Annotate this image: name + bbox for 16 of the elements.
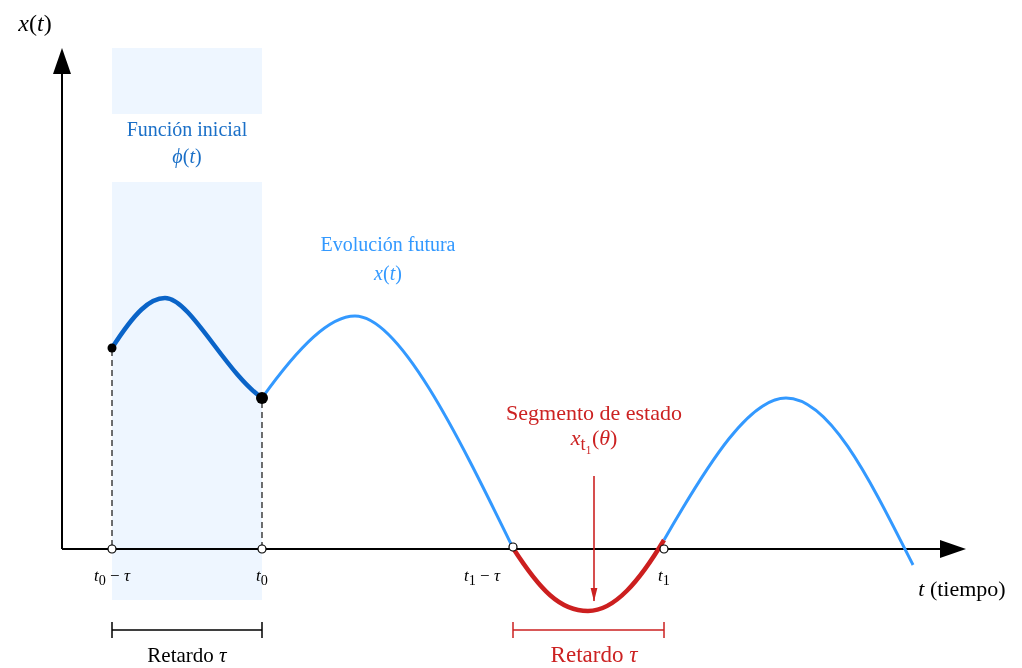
bracket-label: Retardo τ xyxy=(550,642,638,668)
tick-label: t$_{1}$ − τ xyxy=(464,566,500,589)
tick-label: t$_{1}$ xyxy=(658,566,670,589)
state-segment-curve xyxy=(511,538,666,614)
math-label: x(t) xyxy=(374,262,402,285)
axis-label: t (tiempo) xyxy=(918,576,1006,602)
region-label: Función inicial xyxy=(126,118,248,141)
axis-label: x(t) xyxy=(18,10,52,38)
math-label: x$_{t₁}$(θ) xyxy=(569,425,619,456)
tick-label: t$_{0}$ − τ xyxy=(94,566,130,589)
math-label: ϕ(t) xyxy=(172,145,202,168)
curve-label: Evolución futura xyxy=(320,233,456,256)
annotation-text: Segmento de estado xyxy=(506,400,682,426)
arrow xyxy=(590,475,598,602)
bracket-label: Retardo τ xyxy=(147,643,227,668)
tick-label: t$_{0}$ xyxy=(256,566,268,589)
